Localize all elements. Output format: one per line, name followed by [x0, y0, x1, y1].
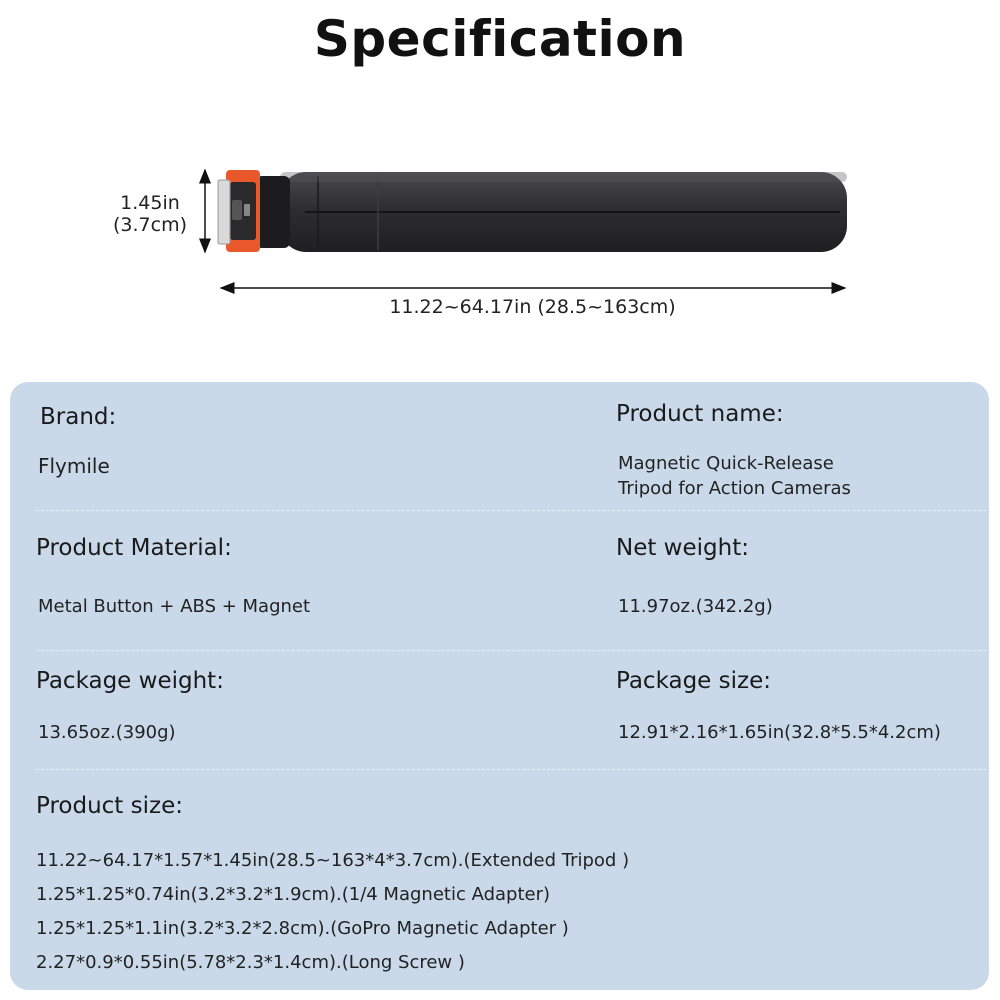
package-size-label: Package size: [616, 668, 771, 694]
height-dimension-label: 1.45in (3.7cm) [100, 192, 200, 236]
product-name-label: Product name: [616, 401, 784, 427]
tripod-illustration [199, 168, 847, 294]
tripod-head [217, 170, 290, 252]
height-dimension-in: 1.45in [120, 192, 180, 214]
height-dimension-cm: (3.7cm) [113, 214, 187, 236]
product-size-list: 11.22~64.17*1.57*1.45in(28.5~163*4*3.7cm… [36, 844, 629, 980]
package-weight-value: 13.65oz.(390g) [38, 722, 176, 743]
product-name-line: Magnetic Quick-Release [618, 453, 834, 474]
net-weight-label: Net weight: [616, 535, 749, 561]
divider [36, 650, 986, 651]
product-size-line: 2.27*0.9*0.55in(5.78*2.3*1.4cm).(Long Sc… [36, 952, 465, 973]
specs-panel: Brand: Flymile Product name: Magnetic Qu… [10, 382, 989, 990]
material-value: Metal Button + ABS + Magnet [38, 596, 311, 617]
tripod-body [280, 172, 847, 252]
material-label: Product Material: [36, 535, 232, 561]
product-size-line: 11.22~64.17*1.57*1.45in(28.5~163*4*3.7cm… [36, 850, 630, 871]
product-size-line: 1.25*1.25*1.1in(3.2*3.2*2.8cm).(GoPro Ma… [36, 918, 569, 939]
page-title: Specification [313, 10, 687, 68]
brand-label: Brand: [40, 404, 117, 430]
package-size-value: 12.91*2.16*1.65in(32.8*5.5*4.2cm) [618, 722, 941, 743]
product-size-line: 1.25*1.25*0.74in(3.2*3.2*1.9cm).(1/4 Mag… [36, 884, 551, 905]
divider [36, 769, 986, 770]
product-size-label: Product size: [36, 793, 183, 819]
package-weight-label: Package weight: [36, 668, 224, 694]
divider [36, 510, 986, 511]
length-dimension-label: 11.22~64.17in (28.5~163cm) [389, 296, 676, 318]
brand-value: Flymile [38, 454, 110, 478]
product-name-value: Magnetic Quick-Release Tripod for Action… [618, 451, 851, 501]
product-name-line: Tripod for Action Cameras [618, 478, 851, 499]
net-weight-value: 11.97oz.(342.2g) [618, 596, 773, 617]
